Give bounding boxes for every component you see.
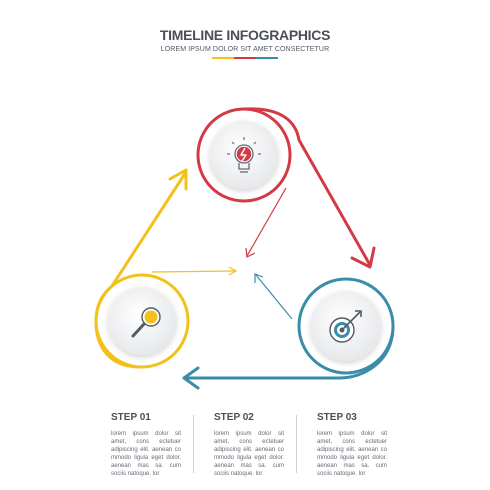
node-disc	[108, 287, 176, 355]
step-02: STEP 02 lorem ipsum dolor sit amet, cons…	[214, 412, 284, 478]
target-icon	[329, 310, 362, 343]
red-arrowhead	[350, 246, 376, 269]
color-bar-yellow	[212, 57, 234, 59]
divider-2	[296, 415, 297, 473]
yellow-arrowhead	[168, 168, 188, 191]
step-description: lorem ipsum dolor sit amet, cons ectetue…	[111, 431, 181, 477]
step-description: lorem ipsum dolor sit amet, cons ectetue…	[214, 431, 284, 477]
color-bar-red	[234, 57, 256, 59]
step-title: STEP 02	[214, 412, 254, 423]
red-inner-arrow	[246, 187, 287, 257]
title-color-bar	[212, 57, 278, 59]
magnifier-icon	[131, 307, 161, 338]
node-step-03-target	[297, 277, 395, 375]
color-bar-blue	[256, 57, 278, 59]
blue-inner-arrow	[255, 274, 293, 320]
blue-arrowhead	[182, 366, 200, 390]
step-description: lorem ipsum dolor sit amet, cons ectetue…	[317, 431, 387, 477]
step-title: STEP 01	[111, 412, 151, 423]
step-03: STEP 03 lorem ipsum dolor sit amet, cons…	[317, 412, 387, 478]
step-title: STEP 03	[317, 412, 357, 423]
yellow-inner-arrowhead	[228, 266, 238, 276]
page-title: TIMELINE INFOGRAPHICS	[159, 27, 331, 43]
node-step-02-lightbulb	[196, 107, 292, 203]
divider-1	[193, 415, 194, 473]
lightbulb-icon	[227, 137, 261, 173]
red-inner-arrowhead	[245, 247, 256, 258]
header: TIMELINE INFOGRAPHICS LOREM IPSUM DOLOR …	[0, 27, 490, 59]
red-connector-arrow	[242, 107, 372, 267]
yellow-inner-arrow	[151, 270, 236, 273]
blue-inner-arrowhead	[254, 273, 264, 283]
step-01: STEP 01 lorem ipsum dolor sit amet, cons…	[111, 412, 181, 478]
node-step-01-magnifier	[94, 273, 190, 369]
page-subtitle: LOREM IPSUM DOLOR SIT AMET CONSECTETUR	[160, 46, 330, 53]
